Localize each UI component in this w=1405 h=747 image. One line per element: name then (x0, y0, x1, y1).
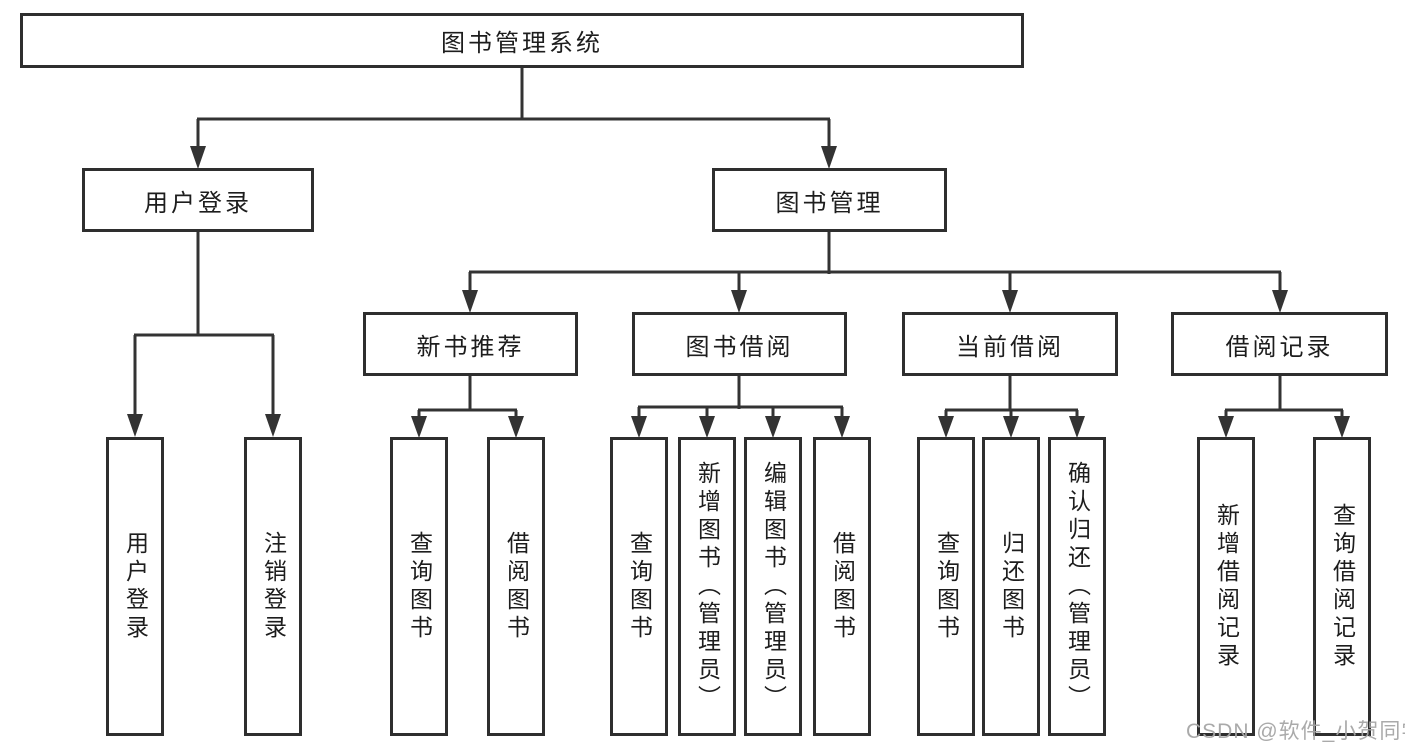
leaf-borrowing-add-books-admin: 新增图书（管理员） (678, 437, 736, 736)
leaf-logout: 注销登录 (244, 437, 302, 736)
node-new-book-recommend: 新书推荐 (363, 312, 578, 376)
leaf-current-query-books: 查询图书 (917, 437, 975, 736)
node-book-borrowing: 图书借阅 (632, 312, 847, 376)
leaf-current-return-books: 归还图书 (982, 437, 1040, 736)
connector-path (133, 66, 1344, 422)
leaf-records-query-record: 查询借阅记录 (1313, 437, 1371, 736)
leaf-borrowing-query-books: 查询图书 (610, 437, 668, 736)
leaf-recommend-query-books: 查询图书 (390, 437, 448, 736)
node-user-login: 用户登录 (82, 168, 314, 232)
node-borrowing-records: 借阅记录 (1171, 312, 1388, 376)
leaf-records-add-record: 新增借阅记录 (1197, 437, 1255, 736)
arrowheads (127, 146, 1350, 438)
leaf-user-login: 用户登录 (106, 437, 164, 736)
csdn-watermark: CSDN @软件_小贺同学 (1186, 720, 1405, 743)
leaf-borrowing-borrow-books: 借阅图书 (813, 437, 871, 736)
node-library-system: 图书管理系统 (20, 13, 1024, 68)
leaf-current-confirm-return-admin: 确认归还（管理员） (1048, 437, 1106, 736)
leaf-borrowing-edit-books-admin: 编辑图书（管理员） (744, 437, 802, 736)
leaf-recommend-borrow-books: 借阅图书 (487, 437, 545, 736)
node-current-borrowing: 当前借阅 (902, 312, 1118, 376)
node-book-management: 图书管理 (712, 168, 947, 232)
